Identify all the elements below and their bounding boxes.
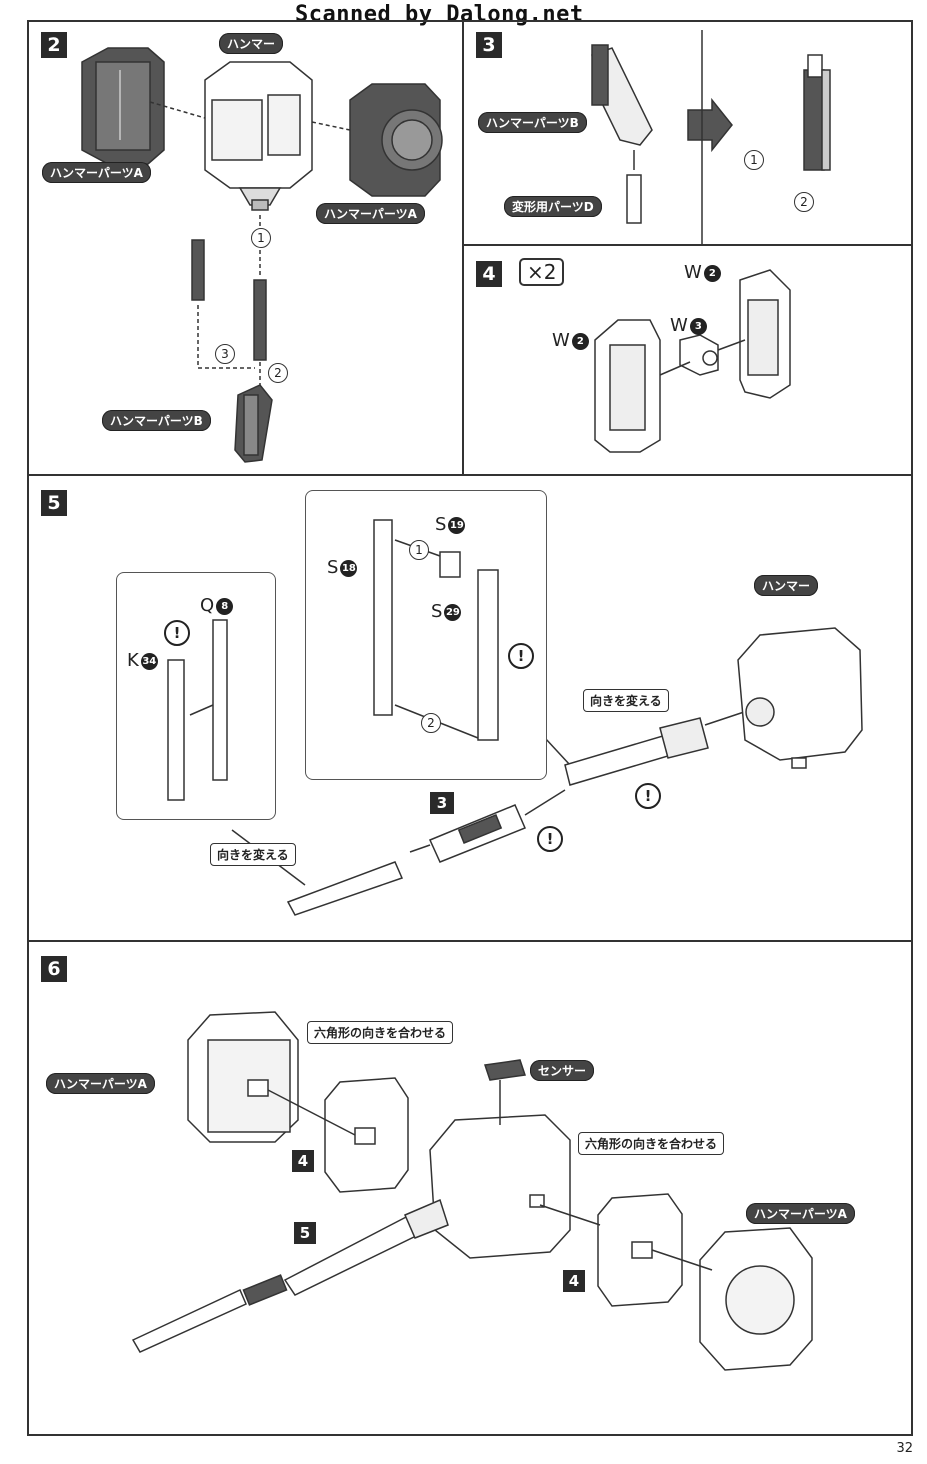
part-number-badge: 34 — [140, 652, 158, 670]
label-sensor: センサー — [530, 1060, 595, 1081]
step6-cap-right — [597, 1193, 683, 1307]
multiplier-x2: ×2 — [519, 258, 565, 286]
part-number-badge: 2 — [703, 264, 721, 282]
order-circle-1-step3: 1 — [744, 150, 764, 170]
step5-joint — [428, 804, 526, 863]
part-number-badge: 3 — [689, 317, 707, 335]
caution-icon: ! — [537, 826, 563, 852]
label-hammer-part-b-step3: ハンマーパーツB — [478, 112, 587, 133]
page-number: 32 — [896, 1441, 913, 1456]
part-letter: W — [684, 262, 702, 283]
caution-icon: ! — [508, 643, 534, 669]
label-hammer-part-a-right: ハンマーパーツA — [316, 203, 425, 224]
label-change-direction-upper: 向きを変える — [583, 689, 669, 712]
step6-hammer-head — [429, 1114, 571, 1259]
step5-shaft-segmented — [564, 717, 709, 786]
step3-result — [803, 54, 831, 171]
order-circle-1-step5: 1 — [409, 540, 429, 560]
label-hammer-part-a-right-step6: ハンマーパーツA — [746, 1203, 855, 1224]
label-change-direction-lower: 向きを変える — [210, 843, 296, 866]
step6-part-a-left — [187, 1011, 299, 1143]
divider-h-3-4 — [462, 244, 913, 246]
step4-part-w3 — [679, 334, 719, 376]
label-hammer: ハンマー — [219, 33, 284, 54]
part-letter: S — [431, 601, 443, 622]
step-number-2: 2 — [41, 32, 67, 58]
step2-part-b — [234, 384, 273, 463]
part-letter: W — [670, 315, 688, 336]
order-circle-2: 2 — [268, 363, 288, 383]
step6-shaft — [131, 1198, 449, 1353]
part-number-badge: 29 — [444, 603, 462, 621]
caution-icon: ! — [164, 620, 190, 646]
sub-step-ref-3: 3 — [430, 792, 454, 814]
divider-v-top — [462, 20, 464, 476]
watermark: Scanned by Dalong.net — [295, 2, 584, 27]
step2-hammer-head — [204, 61, 313, 211]
part-letter: W — [552, 330, 570, 351]
divider-h-5-6 — [27, 940, 913, 942]
step5-shaft-rod — [286, 861, 404, 916]
part-letter: K — [127, 650, 139, 671]
step6-cap-left — [324, 1077, 409, 1193]
step2-part-a-right — [349, 83, 443, 197]
label-hammer-part-a-left: ハンマーパーツA — [42, 162, 151, 183]
order-circle-2-step5: 2 — [421, 713, 441, 733]
sub-step-ref-4-left: 4 — [292, 1150, 314, 1172]
step-number-4: 4 — [476, 261, 502, 287]
step-number-6: 6 — [41, 956, 67, 982]
part-number-badge: 18 — [340, 559, 358, 577]
order-circle-1: 1 — [251, 228, 271, 248]
inset-box-s-parts — [305, 490, 547, 780]
step3-part-b — [591, 44, 653, 146]
caution-icon: ! — [635, 783, 661, 809]
step-number-3: 3 — [476, 32, 502, 58]
step6-sensor-part — [484, 1059, 526, 1081]
order-circle-3: 3 — [215, 344, 235, 364]
label-align-hexagon-left: 六角形の向きを合わせる — [307, 1021, 454, 1044]
label-transform-part-d: 変形用パーツD — [504, 196, 602, 217]
step3-transform-arrow — [687, 97, 733, 153]
step4-part-w2a — [594, 319, 661, 453]
sub-step-ref-5: 5 — [294, 1222, 316, 1244]
part-number-badge: 8 — [216, 597, 234, 615]
step2-part-a-left — [81, 47, 165, 165]
inset-box-q8-k34 — [116, 572, 276, 820]
part-number-badge: 19 — [448, 516, 466, 534]
page-frame — [27, 20, 913, 1436]
part-letter: S — [327, 557, 339, 578]
label-hammer-step5: ハンマー — [754, 575, 819, 596]
step6-part-a-right — [699, 1227, 813, 1371]
order-circle-2-step3: 2 — [794, 192, 814, 212]
sub-step-ref-4-right: 4 — [563, 1270, 585, 1292]
divider-h-top-5 — [27, 474, 913, 476]
step-number-5: 5 — [41, 490, 67, 516]
part-letter: S — [435, 514, 447, 535]
label-align-hexagon-right: 六角形の向きを合わせる — [578, 1132, 725, 1155]
step4-part-w2b — [739, 269, 791, 399]
part-number-badge: 2 — [571, 332, 589, 350]
label-hammer-part-a-left-step6: ハンマーパーツA — [46, 1073, 155, 1094]
step5-hammer-head — [737, 627, 863, 769]
part-letter: Q — [200, 595, 215, 616]
label-hammer-part-b: ハンマーパーツB — [102, 410, 211, 431]
